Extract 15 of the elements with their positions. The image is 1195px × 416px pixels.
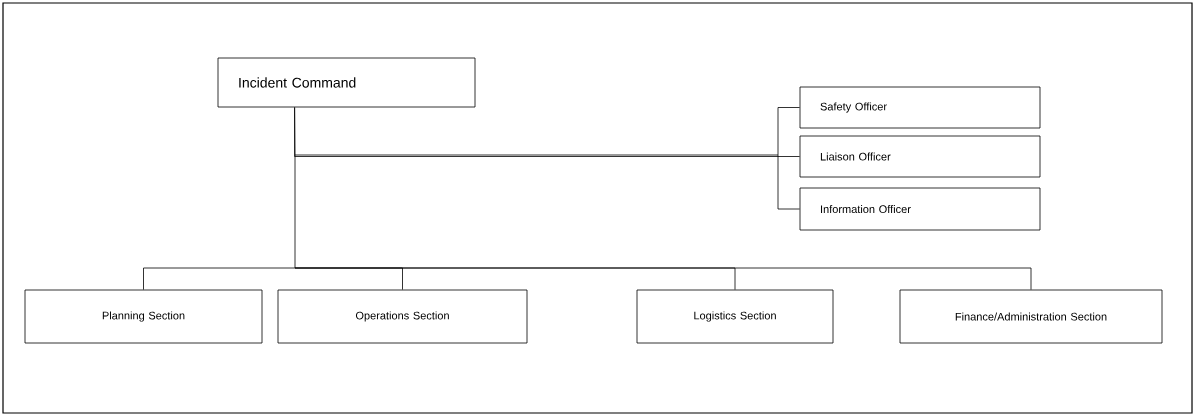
connector-line xyxy=(777,154,800,210)
connector-line xyxy=(294,107,800,157)
section-box: Information Officer xyxy=(799,187,1041,231)
connector-line xyxy=(294,154,779,156)
section-box: Planning Section xyxy=(24,289,263,344)
connector-line xyxy=(143,267,296,290)
section-box: Operations Section xyxy=(277,289,528,344)
connector-line xyxy=(777,107,800,156)
section-box: Finance/Administration Section xyxy=(899,289,1163,344)
connector-line xyxy=(294,154,296,269)
section-box: Safety Officer xyxy=(799,86,1041,129)
command-box: Incident Command xyxy=(217,57,476,108)
section-box: Logistics Section xyxy=(636,289,834,344)
connector-line xyxy=(294,267,1032,290)
section-box: Liaison Officer xyxy=(799,135,1041,178)
